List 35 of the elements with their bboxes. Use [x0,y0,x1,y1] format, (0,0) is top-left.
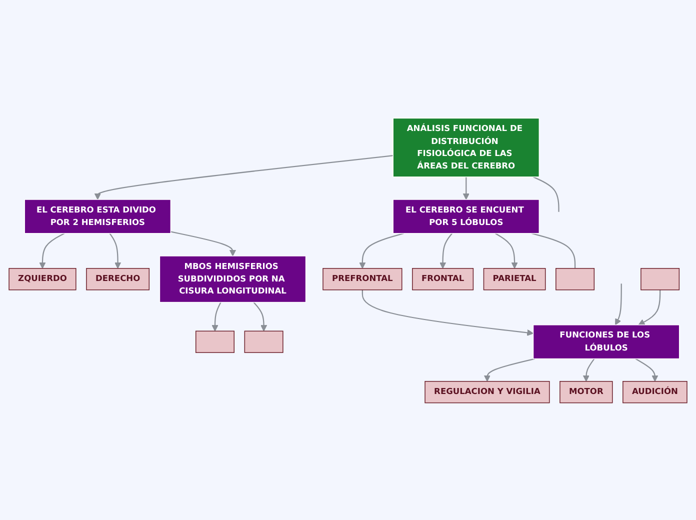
node-box: FRONTAL [412,268,474,290]
arrow [484,358,535,382]
arrow [253,301,268,331]
node-box [556,268,595,290]
node-box: MBOS HEMISFERIOS SUBDIVIDIDOS POR NA CISURA LONGITUDINAL [159,255,306,302]
connector [532,176,560,212]
arrow [615,283,622,325]
node-box: EL CEREBRO SE ENCUENT POR 5 LÓBULOS [392,198,540,234]
node-box: FUNCIONES DE LOS LÓBULOS [532,324,680,359]
arrow [638,289,661,325]
node-box: PREFRONTAL [322,268,402,290]
arrow [94,154,394,200]
arrow [170,230,236,256]
node-box [244,330,284,352]
node-box: MOTOR [560,380,613,403]
arrow [582,358,595,382]
arrow [494,232,518,268]
node-box: ZQUIERDO [8,268,76,290]
arrow [440,232,453,268]
arrow [212,302,222,331]
connector [531,232,576,268]
arrow [109,232,122,268]
arrow [362,289,534,336]
node-box: AUDICIÓN [622,380,688,403]
arrow [39,232,65,268]
arrow [635,358,658,382]
arrow [359,232,404,268]
node-box: DERECHO [86,268,150,290]
node-box [195,330,234,352]
node-box: REGULACION Y VIGILIA [424,380,550,403]
node-box [640,268,680,290]
node-box: ANÁLISIS FUNCIONAL DE DISTRIBUCIÓN FISIOLÓGICA DE LAS ÁREAS DEL CEREBRO [392,117,540,177]
node-box: EL CEREBRO ESTA DIVIDO POR 2 HEMISFERIOS [24,198,172,234]
node-box: PARIETAL [483,268,546,290]
arrow [462,176,470,200]
